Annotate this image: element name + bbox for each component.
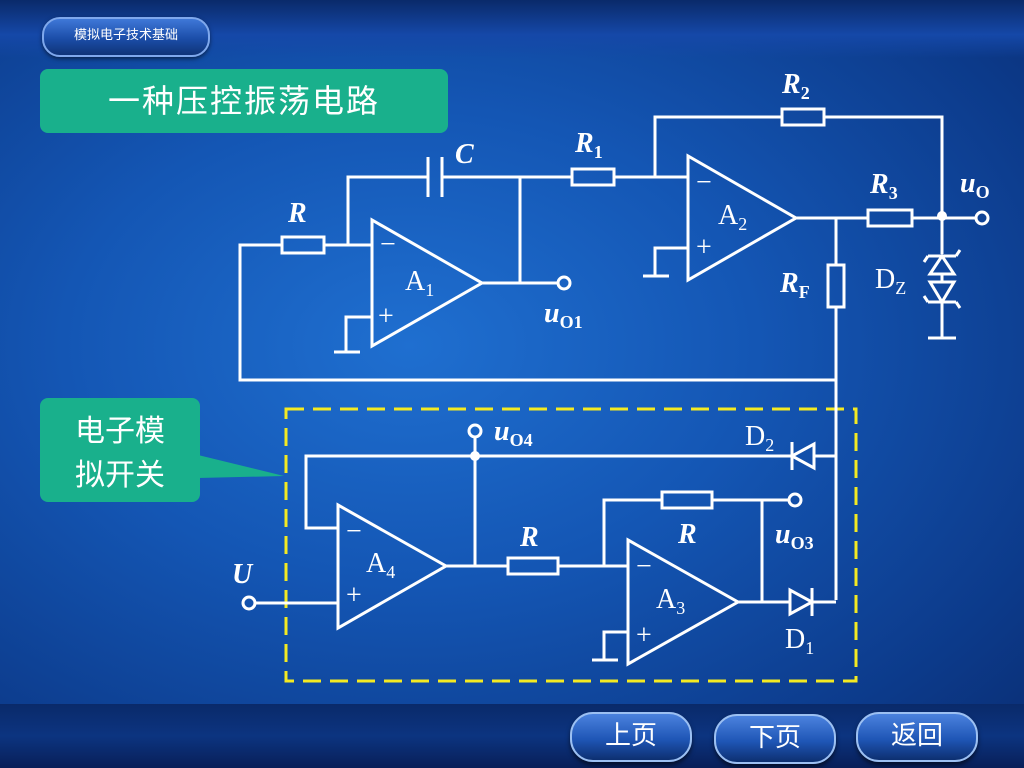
uo4-terminal (467, 423, 483, 439)
bottom-bar (0, 704, 1024, 768)
a1-plus: + (378, 301, 394, 332)
slide-title: 一种压控振荡电路 (40, 69, 448, 133)
resistor-rf (826, 263, 846, 309)
switch-callout: 电子模 拟开关 (40, 398, 284, 502)
a1-label: A1 (405, 266, 434, 300)
a4-minus: − (346, 516, 362, 547)
r-a3-input-label: R (519, 522, 539, 553)
diode-d1 (788, 587, 816, 617)
r2-label: R2 (781, 69, 810, 103)
r1-label: R1 (574, 128, 603, 162)
opamp-a2: A2 − + (686, 153, 800, 283)
d1-label: D1 (785, 624, 814, 658)
uo-label: uO (960, 168, 990, 202)
diode-d2 (788, 441, 816, 471)
a1-minus: − (380, 229, 396, 260)
callout-line2: 拟开关 (75, 458, 165, 493)
a3-minus: − (636, 551, 652, 582)
course-badge[interactable]: 模拟电子技术基础 (42, 17, 210, 57)
resistor-r1 (570, 167, 616, 187)
resistor-r-a3-input (506, 556, 560, 576)
uo4-label: uO4 (494, 416, 533, 450)
back-button[interactable]: 返回 (856, 712, 978, 762)
resistor-r2 (780, 107, 826, 127)
r-input-label: R (287, 198, 307, 229)
r3-label: R3 (869, 169, 898, 203)
uo3-label: uO3 (775, 519, 814, 553)
a2-minus: − (696, 167, 712, 198)
c-label: C (455, 139, 474, 170)
a4-label: A4 (366, 548, 395, 582)
d2-label: D2 (745, 421, 774, 455)
uo3-terminal (787, 492, 803, 508)
resistor-r-input (280, 235, 326, 255)
switch-region-border (284, 407, 858, 683)
a2-label: A2 (718, 200, 747, 234)
uo-terminal (974, 210, 990, 226)
u-input-terminal (241, 595, 257, 611)
resistor-r-a3-feedback (660, 490, 714, 510)
next-page-button[interactable]: 下页 (714, 714, 836, 764)
u-label: U (232, 559, 254, 590)
dz-label: DZ (875, 264, 906, 298)
a3-label: A3 (656, 584, 685, 618)
rf-label: RF (779, 268, 810, 302)
zener-dz (922, 218, 962, 340)
capacitor-c (426, 157, 444, 197)
r-a3-feedback-label: R (677, 519, 697, 550)
resistor-r3 (866, 208, 914, 228)
opamp-a1: A1 − + (370, 217, 486, 349)
a4-plus: + (346, 580, 362, 611)
callout-line1: 电子模 (75, 414, 165, 449)
a3-plus: + (636, 620, 652, 651)
opamp-a3: A3 − + (626, 537, 742, 667)
uo1-label: uO1 (544, 298, 583, 332)
opamp-a4: A4 − + (336, 502, 450, 631)
prev-page-button[interactable]: 上页 (570, 712, 692, 762)
a2-plus: + (696, 232, 712, 263)
uo1-terminal (556, 275, 572, 291)
